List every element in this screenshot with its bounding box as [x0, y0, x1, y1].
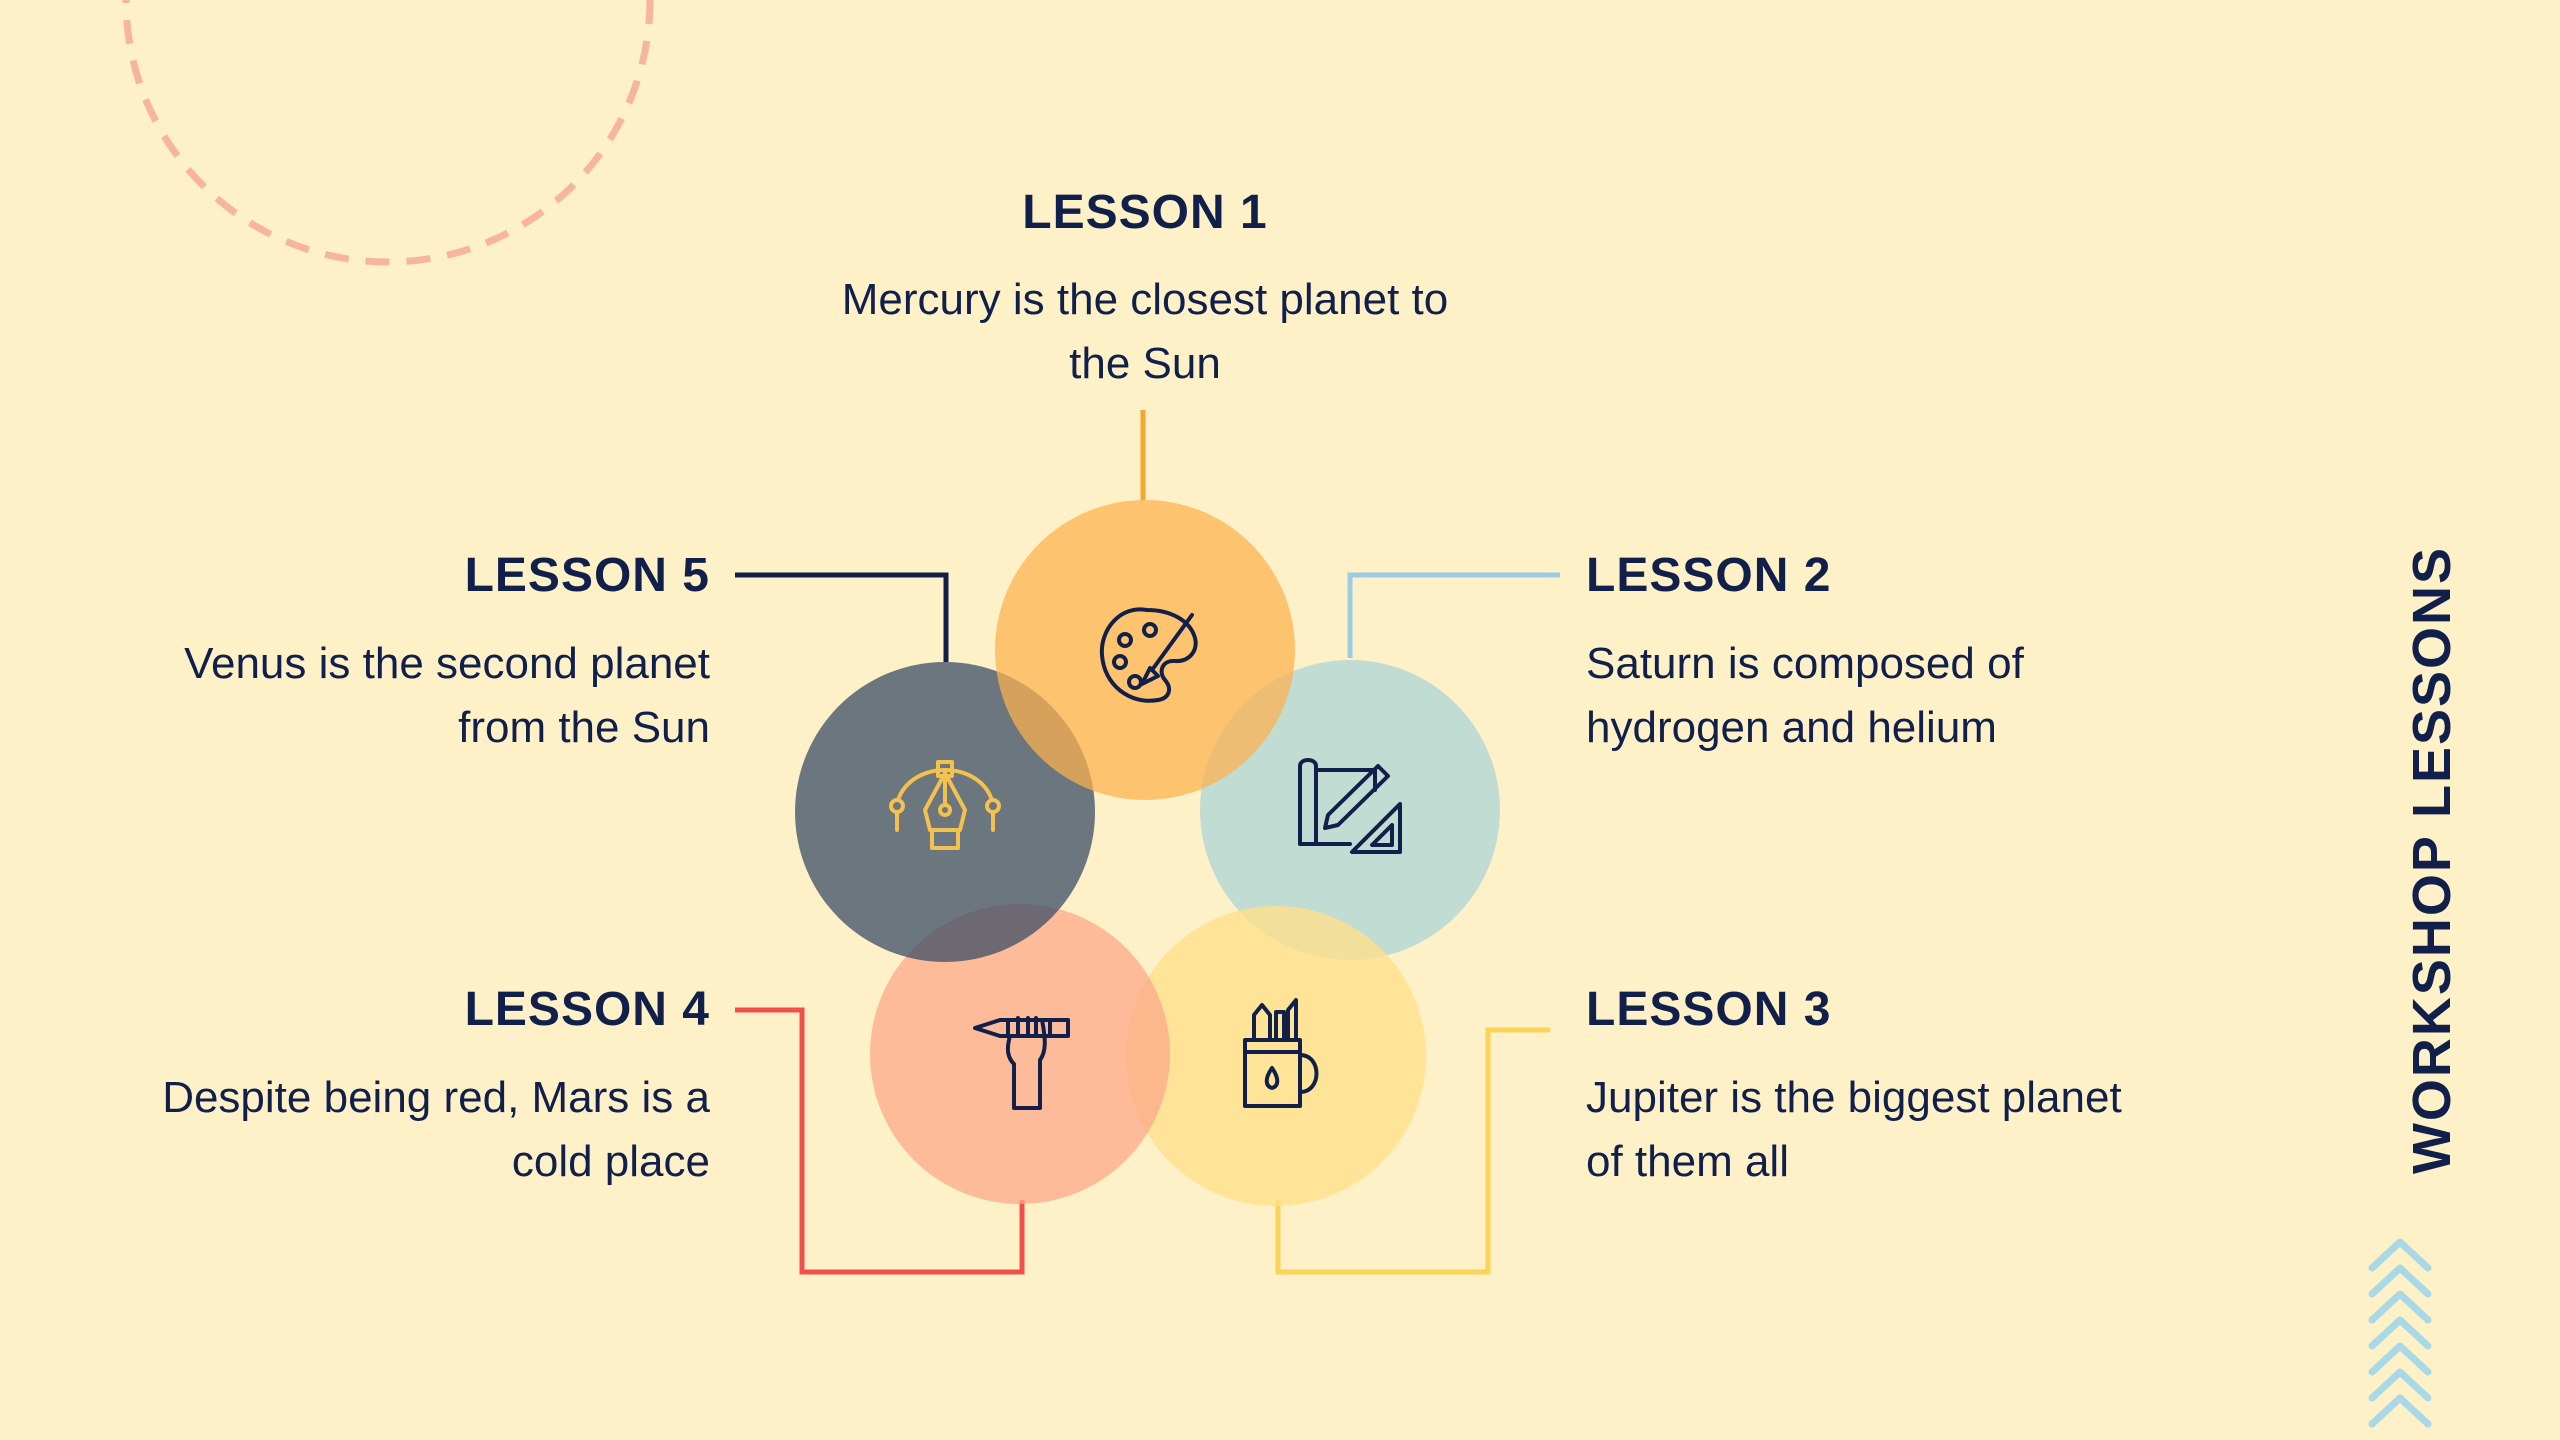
lesson-3-title: LESSON 3	[1586, 983, 1832, 1036]
chevrons-decoration	[2368, 1238, 2432, 1428]
lesson-1-description: Mercury is the closest planet to the Sun	[841, 275, 1449, 388]
lesson-2-title: LESSON 2	[1586, 549, 1832, 602]
palette-icon	[1099, 607, 1198, 703]
lesson-3-description: Jupiter is the biggest planet of them al…	[1586, 1073, 2122, 1186]
connector-lines	[735, 410, 1560, 1275]
art-supplies-icon	[1243, 998, 1319, 1108]
circle-lesson-3	[1126, 906, 1426, 1206]
hand-pencil-icon	[973, 1016, 1070, 1110]
side-title-container: WORKSHOP LESSONS	[2396, 530, 2468, 1190]
connector-lesson-3	[1275, 1027, 1550, 1275]
lesson-4-title: LESSON 4	[464, 983, 710, 1036]
lesson-5-description: Venus is the second planet from the Sun	[184, 639, 710, 752]
lesson-2-description: Saturn is composed of hydrogen and heliu…	[1586, 639, 2024, 752]
circle-lesson-5	[795, 662, 1095, 962]
circle-lesson-1	[995, 500, 1295, 800]
connector-lesson-2	[1347, 572, 1560, 658]
pen-tool-icon	[889, 760, 1001, 850]
lesson-5-title: LESSON 5	[464, 549, 710, 602]
blueprint-icon	[1298, 758, 1402, 854]
connector-lesson-5	[735, 572, 949, 662]
lesson-4-description: Despite being red, Mars is a cold place	[162, 1073, 710, 1186]
lesson-circles	[795, 500, 1500, 1206]
workshop-lessons-title: WORKSHOP LESSONS	[2402, 545, 2462, 1175]
lesson-1-title: LESSON 1	[1022, 186, 1268, 239]
connector-lesson-4	[735, 1007, 1025, 1275]
circle-lesson-2	[1200, 660, 1500, 960]
dashed-circle-decoration	[122, 0, 654, 266]
circle-lesson-4	[870, 904, 1170, 1204]
